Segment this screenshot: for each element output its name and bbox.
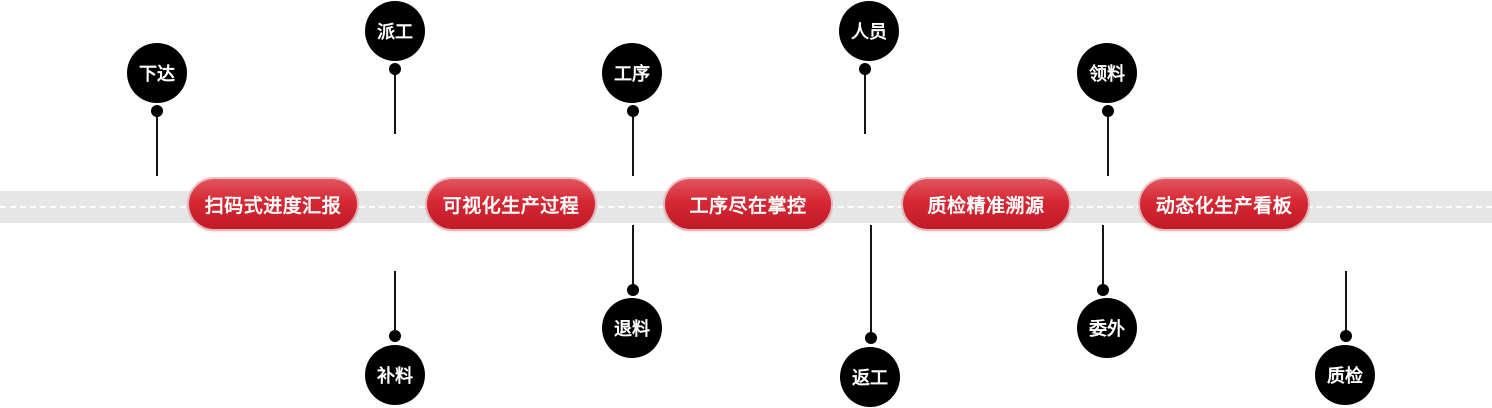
connector-line (632, 112, 634, 176)
node-renyuan: 人员 (839, 1, 899, 61)
stage-scan-progress-report: 扫码式进度汇报 (189, 179, 357, 229)
node-gongxu: 工序 (602, 43, 662, 103)
connector-dot (1102, 105, 1114, 117)
stage-process-control: 工序尽在掌控 (665, 179, 831, 229)
connector-dot (1340, 330, 1352, 342)
connector-line (156, 112, 158, 176)
connector-line (394, 70, 396, 134)
node-weiwai: 委外 (1077, 298, 1137, 358)
node-paigong: 派工 (365, 1, 425, 61)
connector-line (1345, 271, 1347, 335)
connector-line (864, 70, 866, 134)
node-xiada: 下达 (127, 43, 187, 103)
connector-line (1102, 225, 1104, 289)
connector-dot (859, 63, 871, 75)
stage-dynamic-production-board: 动态化生产看板 (1140, 179, 1308, 229)
connector-dot (1097, 284, 1109, 296)
connector-dot (865, 332, 877, 344)
connector-dot (389, 330, 401, 342)
connector-dot (151, 105, 163, 117)
connector-line (394, 271, 396, 335)
connector-dot (389, 63, 401, 75)
connector-line (1107, 112, 1109, 176)
node-zhijian: 质检 (1315, 345, 1375, 405)
stage-quality-traceability: 质检精准溯源 (903, 179, 1069, 229)
node-tuiliao: 退料 (602, 298, 662, 358)
node-buliao: 补料 (365, 345, 425, 405)
connector-dot (627, 105, 639, 117)
stage-visual-production-process: 可视化生产过程 (427, 179, 595, 229)
connector-dot (627, 284, 639, 296)
connector-line (870, 225, 872, 333)
node-fangong: 返工 (840, 347, 900, 407)
node-lingliao: 领料 (1077, 43, 1137, 103)
connector-line (632, 225, 634, 289)
